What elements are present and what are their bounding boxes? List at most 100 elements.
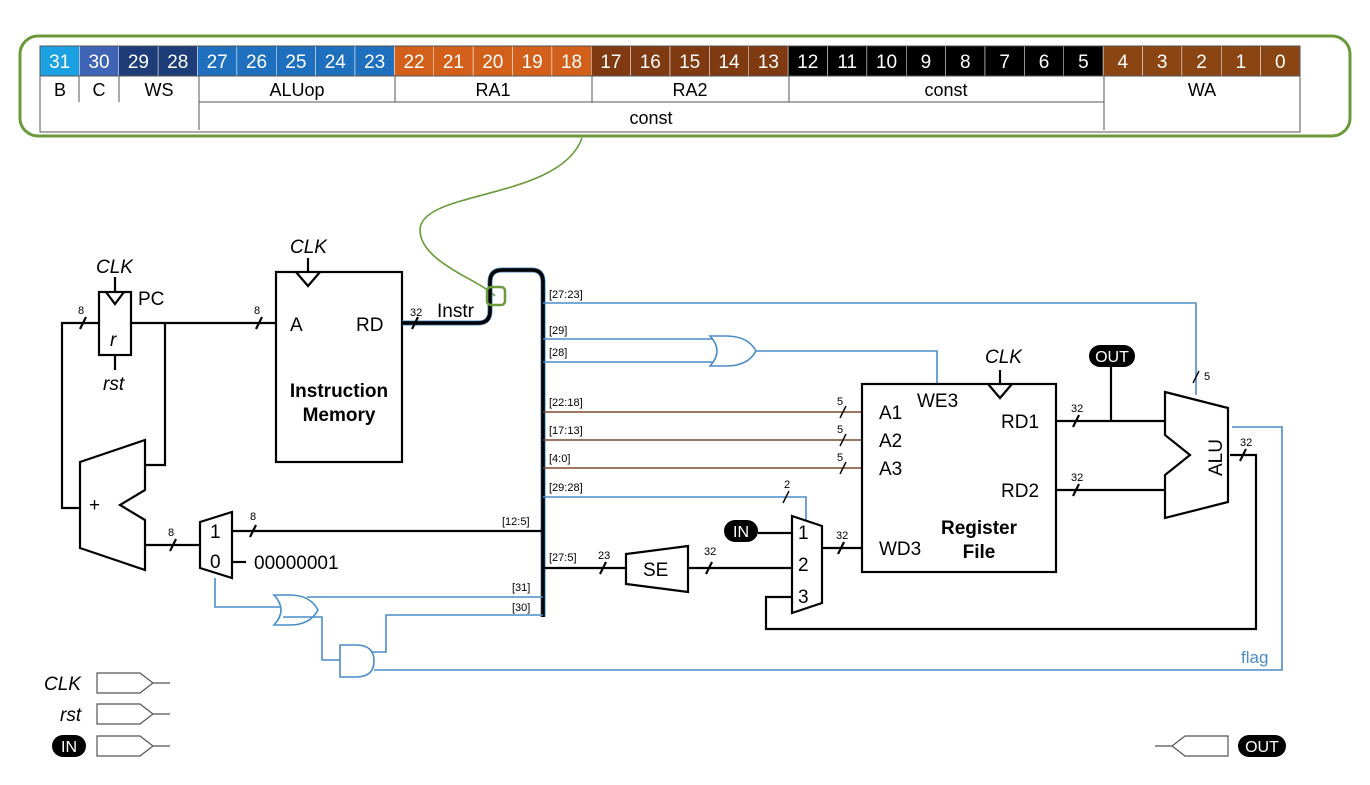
tag-29: [29] — [549, 325, 567, 337]
wd3-mux-in1: 1 — [798, 523, 809, 544]
imem-title-1: Instruction — [290, 381, 388, 402]
bit-number-1: 1 — [1236, 52, 1247, 73]
pc-adder — [78, 438, 147, 572]
width-adder-out: 8 — [168, 527, 174, 539]
sign-extend — [624, 544, 690, 594]
bit-cell-19 — [512, 45, 553, 77]
bit-number-12: 12 — [797, 52, 818, 73]
field-aluop: ALUop — [269, 80, 324, 100]
rf-title-2: File — [963, 542, 996, 563]
bit-cell-25 — [276, 45, 316, 77]
tag-27-5: [27:5] — [549, 552, 577, 564]
instruction-memory: CLK A RD Instruction Memory — [274, 237, 404, 464]
width-se-in: 23 — [598, 550, 610, 562]
bit-number-7: 7 — [999, 52, 1010, 73]
bit-number-6: 6 — [1039, 52, 1050, 73]
pc-mux-in1: 1 — [210, 522, 221, 543]
instr-bus — [402, 268, 545, 617]
pc-mux-in0: 0 — [210, 552, 221, 573]
tag-27-23: [27:23] — [549, 289, 583, 301]
bit-cell-21 — [433, 45, 474, 77]
rf-a2-port: A2 — [879, 431, 902, 452]
rf-rd1-port: RD1 — [1001, 412, 1039, 433]
rf-a3-port: A3 — [879, 459, 902, 480]
bit-number-5: 5 — [1078, 52, 1089, 73]
width-rd1: 32 — [1071, 403, 1083, 415]
tag-30: [30] — [512, 602, 530, 614]
tag-4-0: [4:0] — [549, 453, 570, 465]
width-wd3: 32 — [836, 530, 848, 542]
bit-number-11: 11 — [837, 52, 857, 73]
bit-number-16: 16 — [640, 52, 661, 73]
bit-cell-31 — [39, 45, 80, 77]
alu — [1163, 390, 1230, 520]
bit-cell-2 — [1181, 45, 1222, 77]
pc-mux — [198, 510, 234, 580]
flag-wire — [374, 426, 1283, 671]
branch-or-gate — [272, 594, 319, 626]
bit30-wire — [372, 614, 543, 653]
in-badge — [724, 520, 758, 542]
we3-or-gate — [708, 335, 757, 367]
pc-to-adder-wire — [145, 323, 167, 467]
width-pc-in: 8 — [78, 305, 84, 317]
bit-cell-3 — [1142, 45, 1183, 77]
bit-number-25: 25 — [285, 52, 306, 73]
out-badge — [1089, 345, 1135, 367]
bit-number-26: 26 — [246, 52, 267, 73]
bit-cell-11 — [827, 45, 868, 77]
bit-number-22: 22 — [403, 52, 424, 73]
pc-reset-pin-label: r — [110, 330, 117, 351]
width-ra2: 5 — [837, 424, 843, 436]
bit-cell-24 — [315, 45, 356, 77]
io-legend: CLK rst IN OUT — [44, 672, 1286, 757]
field-ws: WS — [145, 80, 174, 100]
format-link-curve — [419, 137, 583, 297]
imem-a-port: A — [290, 315, 303, 336]
width-ra1: 5 — [837, 396, 843, 408]
rf-rd2-port: RD2 — [1001, 481, 1039, 502]
width-rd2: 32 — [1071, 472, 1083, 484]
legend-rst: rst — [60, 705, 82, 726]
bit-number-13: 13 — [758, 52, 779, 73]
out-badge-text: OUT — [1095, 349, 1129, 366]
bit-number-2: 2 — [1196, 52, 1207, 73]
adder-plus: + — [89, 495, 100, 516]
in-badge-text: IN — [733, 524, 749, 541]
format-table-border — [39, 45, 1301, 133]
width-se-out: 32 — [704, 546, 716, 558]
bit-cell-16 — [630, 45, 671, 77]
bit-cell-29 — [118, 45, 159, 77]
we3-wire — [756, 350, 938, 392]
const-one-label: 00000001 — [254, 553, 339, 574]
alu-result-wire — [764, 453, 1258, 631]
bit-cell-6 — [1024, 45, 1064, 77]
legend-clk: CLK — [44, 674, 82, 695]
bit-cell-0 — [1260, 45, 1301, 77]
width-im-a: 8 — [254, 305, 260, 317]
aluop-wire — [543, 302, 1197, 395]
instr-label: Instr — [437, 301, 475, 322]
register-file: CLK WE3 A1 A2 A3 WD3 RD1 RD2 Register Fi… — [860, 347, 1058, 574]
bit-number-28: 28 — [167, 52, 188, 73]
field-const-wide: const — [629, 108, 672, 128]
pc-rst-label: rst — [103, 374, 125, 395]
bit-number-24: 24 — [325, 52, 347, 73]
bit-number-31: 31 — [49, 52, 70, 73]
branch-and-gate — [339, 644, 375, 678]
bit-cell-1 — [1221, 45, 1261, 77]
tag-31: [31] — [512, 582, 530, 594]
field-b: B — [54, 80, 66, 100]
field-ra1: RA1 — [475, 80, 510, 100]
legend-out: OUT — [1245, 739, 1279, 756]
width-wa: 5 — [837, 452, 843, 464]
bit-number-18: 18 — [561, 52, 582, 73]
rf-we3-port: WE3 — [917, 391, 958, 412]
bit-number-23: 23 — [364, 52, 385, 73]
bit-cell-18 — [551, 45, 592, 77]
width-alu-out: 32 — [1240, 437, 1252, 449]
field-wa: WA — [1188, 80, 1216, 100]
and-out-wire — [283, 616, 340, 661]
